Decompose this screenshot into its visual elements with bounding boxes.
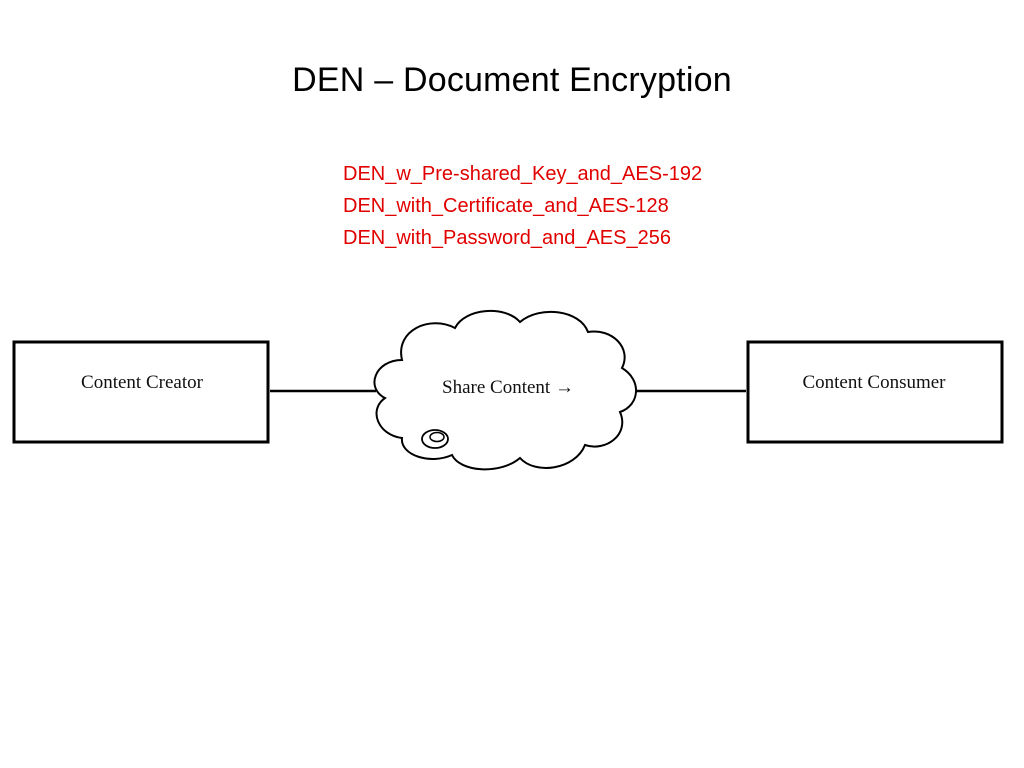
variant-item: DEN_with_Password_and_AES_256 [343,227,671,249]
variant-item: DEN_with_Certificate_and_AES-128 [343,195,669,217]
content-creator-label: Content Creator [81,372,204,393]
content-creator-box-frame [12,340,270,444]
share-content-cloud: Share Content → [373,310,637,471]
content-creator-box: Content Creator [12,340,270,444]
content-consumer-label: Content Consumer [802,372,946,393]
share-content-label: Share Content → [442,377,574,398]
slide-title: DEN – Document Encryption [292,61,732,99]
content-consumer-box: Content Consumer [746,340,1004,444]
variant-list: DEN_w_Pre-shared_Key_and_AES-192 DEN_wit… [343,158,702,254]
cloud-puff-inner [429,431,445,443]
variant-item: DEN_w_Pre-shared_Key_and_AES-192 [343,163,703,185]
content-consumer-box-frame [746,340,1004,444]
cloud-shape [373,310,637,471]
